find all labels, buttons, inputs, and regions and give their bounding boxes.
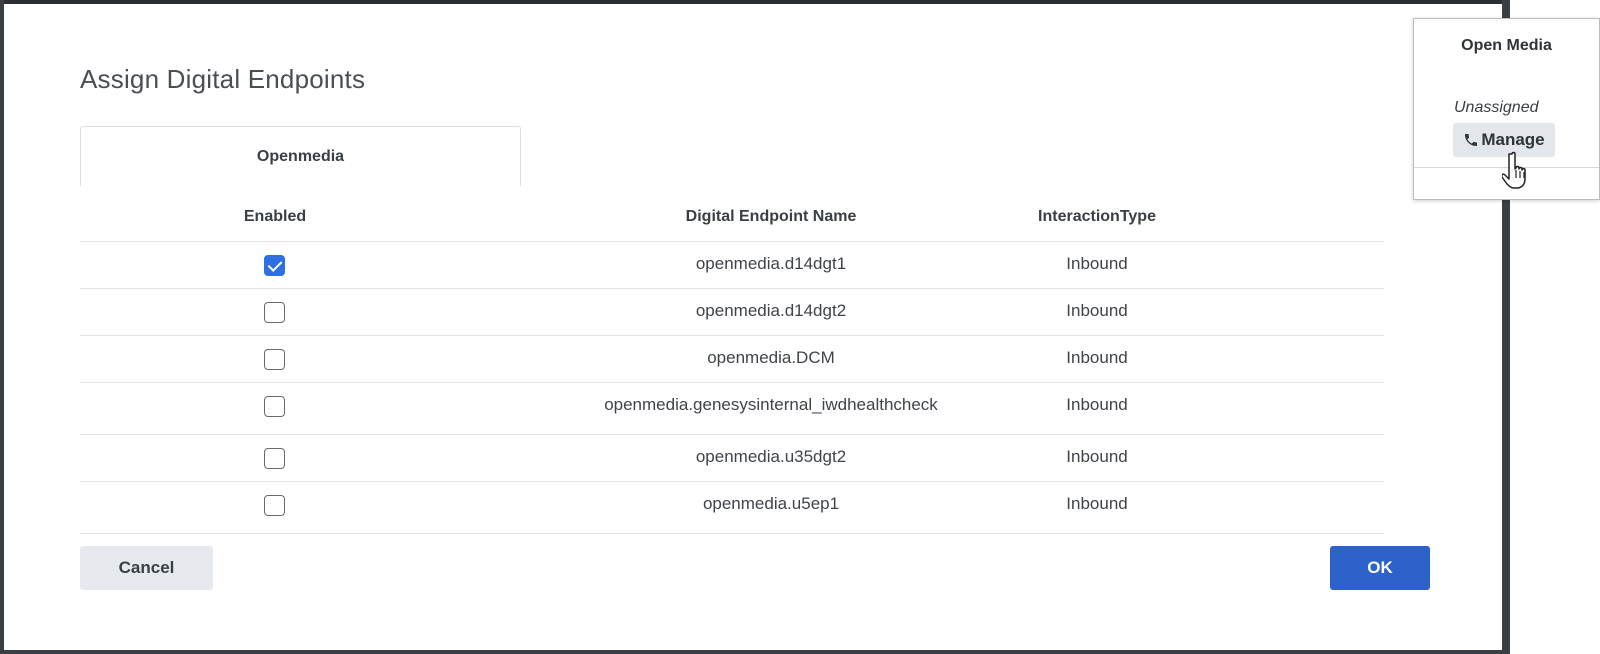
table-row: openmedia.genesysinternal_iwdhealthcheck… [80, 383, 1384, 435]
popover-divider [1414, 167, 1599, 168]
enabled-checkbox[interactable] [264, 495, 285, 516]
table-row: openmedia.u5ep1 Inbound [80, 482, 1384, 534]
interaction-type: Inbound [1066, 301, 1128, 320]
assignment-status: Unassigned [1454, 99, 1539, 116]
interaction-type: Inbound [1066, 254, 1128, 273]
cancel-button[interactable]: Cancel [80, 546, 213, 590]
enabled-checkbox[interactable] [264, 349, 285, 370]
backdrop-edge-bottom [0, 650, 1510, 654]
endpoint-name: openmedia.DCM [707, 348, 835, 367]
dialog-title: Assign Digital Endpoints [80, 64, 366, 94]
column-header-endpoint-name: Digital Endpoint Name [685, 208, 857, 225]
hand-pointer-cursor-icon [1502, 151, 1526, 189]
endpoint-name: openmedia.genesysinternal_iwdhealthcheck [604, 395, 938, 414]
table-row: openmedia.d14dgt1 Inbound [80, 242, 1384, 289]
enabled-checkbox[interactable] [264, 396, 285, 417]
enabled-checkbox[interactable] [264, 255, 285, 276]
endpoint-name: openmedia.u5ep1 [702, 494, 840, 513]
backdrop-edge-right [1502, 0, 1510, 654]
table-row: openmedia.d14dgt2 Inbound [80, 289, 1384, 336]
table-header: Enabled Digital Endpoint Name Interactio… [80, 194, 1384, 242]
manage-button[interactable]: Manage [1453, 123, 1555, 157]
manage-button-label: Manage [1481, 130, 1545, 149]
open-media-popover: Open Media Unassigned Manage [1413, 18, 1600, 200]
backdrop-edge-top [0, 0, 1510, 6]
tab-openmedia[interactable]: Openmedia [80, 126, 521, 186]
backdrop-edge-left [0, 0, 4, 654]
endpoint-name: openmedia.d14dgt1 [695, 254, 847, 273]
ok-button[interactable]: OK [1330, 546, 1430, 590]
table-row: openmedia.DCM Inbound [80, 336, 1384, 383]
endpoints-table: Enabled Digital Endpoint Name Interactio… [80, 194, 1384, 534]
interaction-type: Inbound [1066, 494, 1128, 513]
interaction-type: Inbound [1066, 348, 1128, 367]
column-header-interaction-type: InteractionType [1038, 208, 1156, 225]
interaction-type: Inbound [1066, 395, 1128, 414]
enabled-checkbox[interactable] [264, 302, 285, 323]
enabled-checkbox[interactable] [264, 448, 285, 469]
endpoint-name: openmedia.d14dgt2 [695, 301, 847, 320]
phone-icon [1465, 134, 1478, 146]
assign-endpoints-dialog: Assign Digital Endpoints Openmedia Enabl… [4, 4, 1502, 650]
endpoint-name: openmedia.u35dgt2 [695, 447, 847, 466]
interaction-type: Inbound [1066, 447, 1128, 466]
table-row: openmedia.u35dgt2 Inbound [80, 435, 1384, 482]
column-header-enabled: Enabled [243, 208, 307, 225]
popover-title: Open Media [1461, 37, 1552, 54]
